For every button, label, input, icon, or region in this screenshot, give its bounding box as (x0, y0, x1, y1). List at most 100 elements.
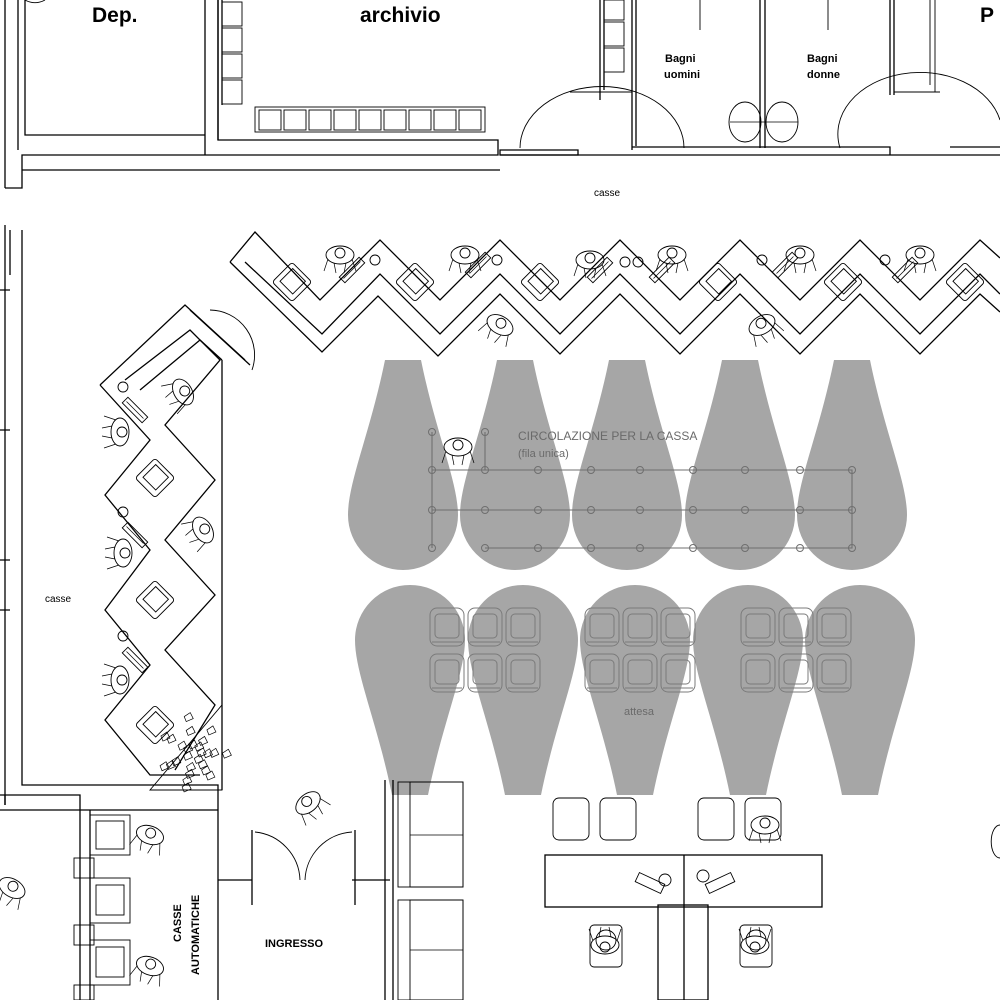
person-seated-icon (104, 536, 133, 570)
chair-icon (135, 705, 175, 745)
queue-post (636, 544, 644, 552)
plant-icon (149, 703, 232, 793)
button-icon (117, 381, 129, 393)
terminal-icon (121, 646, 149, 674)
queue-post (428, 428, 436, 436)
queue-post (428, 544, 436, 552)
button-icon (632, 256, 644, 268)
top-counter (229, 231, 1000, 357)
archive-shelf (408, 109, 432, 131)
queue-post (796, 544, 804, 552)
terminal-icon (338, 256, 366, 284)
automatic-cashiers (73, 814, 131, 1000)
queue-post (481, 544, 489, 552)
chair-icon (135, 458, 175, 498)
queue-post (848, 466, 856, 474)
label-bagni-uomini-1: Bagni (665, 53, 696, 65)
queue-post (428, 466, 436, 474)
queue-barriers (428, 428, 856, 552)
person-seated-icon (441, 437, 475, 466)
queue-post (481, 466, 489, 474)
chair-icon (429, 607, 465, 647)
queue-post (848, 506, 856, 514)
cashier-station (823, 262, 863, 302)
chair-icon (816, 653, 852, 693)
queue-post (587, 466, 595, 474)
sink-icon (728, 101, 799, 143)
chair-icon (778, 607, 814, 647)
chair-icon (467, 653, 503, 693)
person-seated-icon (181, 516, 214, 553)
consultation-desk (544, 797, 823, 1000)
label-casse-left: casse (45, 594, 72, 605)
terminal-icon (121, 396, 149, 424)
cashier-station (272, 262, 312, 302)
queue-post (741, 506, 749, 514)
button-icon (879, 254, 891, 266)
queue-post (689, 506, 697, 514)
label-dep: Dep. (92, 4, 138, 27)
queue-rope (431, 432, 853, 549)
chair-icon (467, 607, 503, 647)
person-seated-icon (448, 245, 482, 274)
queue-post (534, 544, 542, 552)
chair-icon (584, 607, 620, 647)
label-fila-unica: (fila unica) (518, 448, 569, 460)
waiting-cone (805, 585, 915, 795)
person-seated-icon (655, 245, 689, 274)
waiting-cone (355, 585, 465, 795)
archive-shelf (458, 109, 482, 131)
button-icon (619, 256, 631, 268)
circulation-cones (348, 360, 915, 795)
person-seated-icon (477, 314, 514, 347)
cashier-station (135, 580, 175, 620)
terminal-icon (586, 256, 614, 284)
chair-icon (520, 262, 560, 302)
cashier-station (698, 262, 738, 302)
archive-shelf (283, 109, 307, 131)
person-seated-icon (0, 314, 785, 987)
chair-icon (816, 607, 852, 647)
person-seated-icon (783, 245, 817, 274)
queue-post (587, 506, 595, 514)
label-ingresso: INGRESSO (265, 938, 324, 950)
queue-post (848, 544, 856, 552)
circulation-cone (572, 360, 682, 570)
terminal-icon (771, 251, 799, 279)
person-seated-icon (129, 955, 164, 987)
terminal-icon (891, 256, 919, 284)
person-seated-icon (129, 824, 164, 856)
chair-icon (823, 262, 863, 302)
chair-icon (622, 653, 658, 693)
left-counter (99, 304, 251, 790)
terminal-icon (464, 251, 492, 279)
chair-icon (622, 607, 658, 647)
chair-icon (778, 653, 814, 693)
label-bagni-donne-2: donne (807, 69, 840, 81)
button-icon (117, 506, 129, 518)
cashier-station (135, 458, 175, 498)
label-circolazione: CIRCOLAZIONE PER LA CASSA (518, 429, 697, 443)
chair-icon (660, 607, 696, 647)
queue-post (534, 466, 542, 474)
labels: Dep. archivio P Bagni uomini Bagni donne… (45, 4, 994, 975)
label-casse-automatiche-1: CASSE (172, 904, 184, 942)
person-seated-icon (0, 877, 26, 910)
chair-icon (945, 262, 985, 302)
person-seated-icon (101, 663, 130, 697)
person-seated-icon (748, 314, 785, 347)
person-seated-icon (738, 926, 772, 955)
queue-post (796, 506, 804, 514)
chair-icon (505, 607, 541, 647)
archive-shelf (308, 109, 332, 131)
cashier-station (395, 262, 435, 302)
archive-shelf (358, 109, 382, 131)
person-seated-icon (161, 378, 194, 415)
waiting-cone (580, 585, 690, 795)
terminal-icon (648, 256, 676, 284)
queue-post (587, 544, 595, 552)
queue-post (481, 428, 489, 436)
button-icon (491, 254, 503, 266)
cashier-station (520, 262, 560, 302)
